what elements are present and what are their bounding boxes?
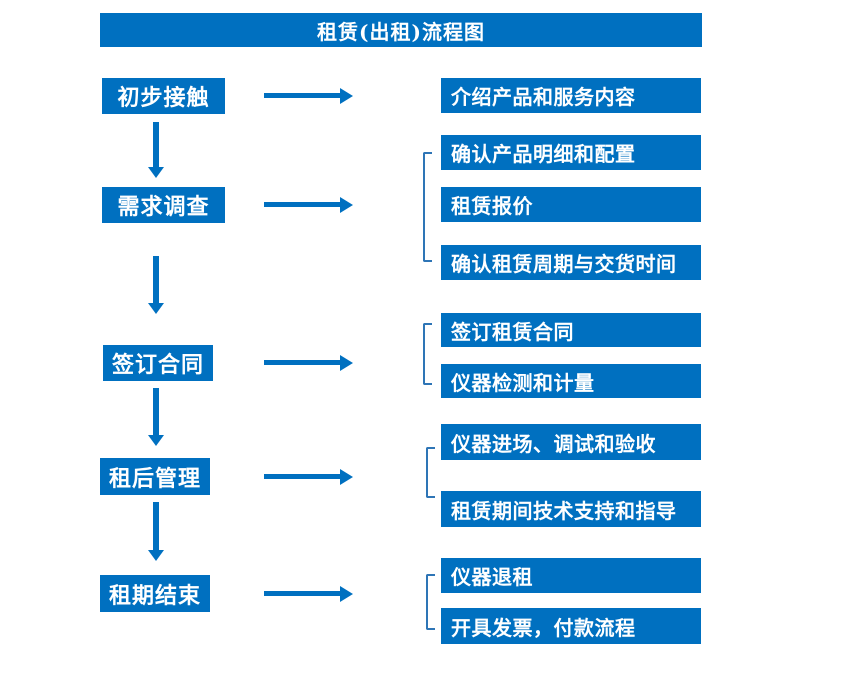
detail-box-instrument-return: 仪器退租 [441, 558, 701, 593]
group-bracket-sign-contract [423, 323, 432, 385]
arrow-down-icon-1 [148, 122, 164, 178]
detail-box-confirm-rental-period: 确认租赁周期与交货时间 [441, 245, 701, 280]
detail-box-instrument-testing: 仪器检测和计量 [441, 364, 701, 398]
step-box-demand-survey: 需求调查 [102, 187, 225, 223]
group-bracket-rental-end [426, 574, 435, 630]
arrow-right-icon-2 [264, 196, 353, 213]
detail-box-sign-rental-contract: 签订租赁合同 [441, 313, 701, 347]
group-bracket-post-rental [426, 447, 435, 498]
arrow-down-icon-3 [148, 388, 164, 446]
arrow-down-icon-2 [148, 256, 164, 314]
step-box-rental-end: 租期结束 [100, 575, 210, 612]
arrow-right-icon-4 [264, 468, 353, 485]
step-box-post-rental-management: 租后管理 [100, 458, 210, 495]
detail-box-instrument-setup: 仪器进场、调试和验收 [441, 424, 701, 460]
detail-box-technical-support: 租赁期间技术支持和指导 [441, 491, 701, 527]
detail-box-rental-quote: 租赁报价 [441, 187, 701, 222]
detail-box-confirm-product-details: 确认产品明细和配置 [441, 135, 701, 170]
arrow-right-icon-3 [264, 354, 353, 371]
detail-box-invoice-payment: 开具发票，付款流程 [441, 608, 701, 644]
arrow-down-icon-4 [148, 502, 164, 561]
flowchart-title: 租赁(出租)流程图 [100, 13, 702, 47]
step-box-initial-contact: 初步接触 [102, 78, 225, 114]
arrow-right-icon-1 [264, 87, 353, 104]
step-box-sign-contract: 签订合同 [103, 345, 213, 381]
arrow-right-icon-5 [264, 585, 353, 602]
group-bracket-demand-survey [423, 152, 432, 262]
detail-box-introduce-products: 介绍产品和服务内容 [441, 78, 701, 113]
